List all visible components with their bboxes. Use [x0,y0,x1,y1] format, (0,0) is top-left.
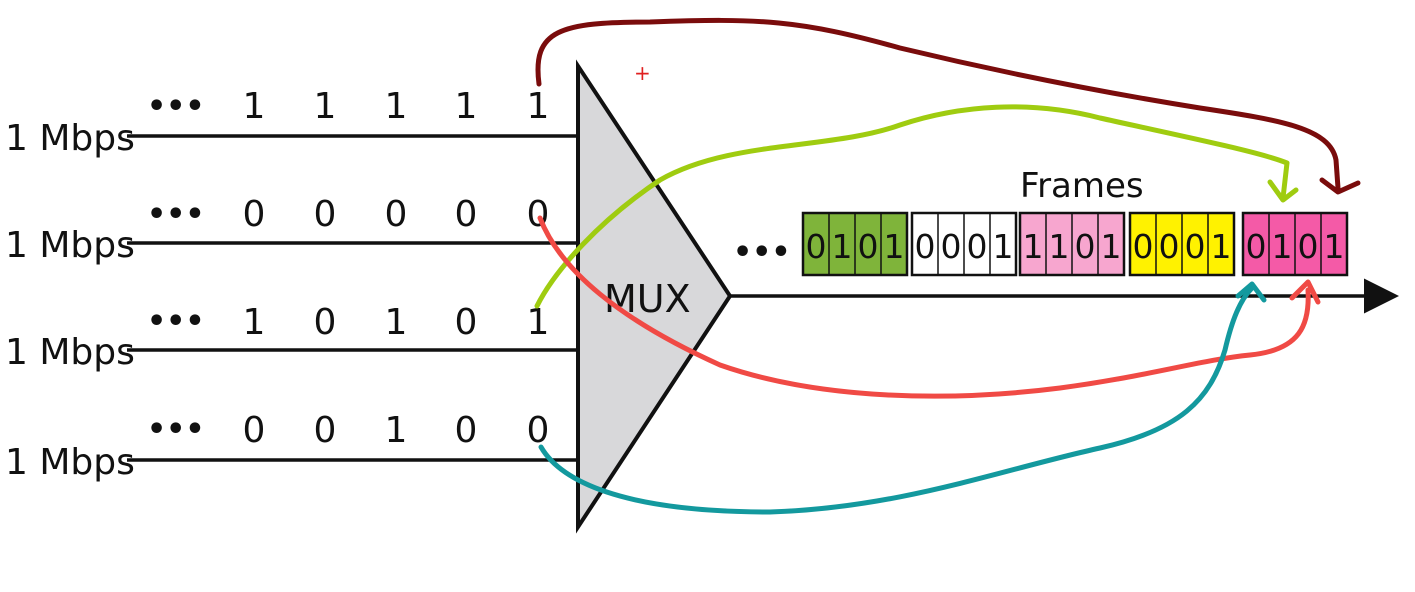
input-3-bit: 0 [455,302,478,343]
frame-bit: 1 [1211,227,1232,266]
output-ellipsis: ••• [733,235,791,270]
mux-block [576,59,733,534]
input-3-bit: 0 [314,302,337,343]
frame-bit: 0 [1298,227,1319,266]
input-2-bit: 0 [314,194,337,235]
frame-bit: 1 [1324,227,1345,266]
frame-bit: 0 [1246,227,1267,266]
input-2-bit: 0 [243,194,266,235]
frame-bit: 1 [832,227,853,266]
input-1-bit: 1 [527,86,550,127]
input-1-bit: 1 [385,86,408,127]
maroon-arrowhead [1319,177,1361,195]
input-ellipses: ••• ••• ••• ••• [147,89,205,447]
frame-bit: 1 [884,227,905,266]
frame-bit: 1 [1049,227,1070,266]
frame-bit: 0 [967,227,988,266]
input-rate-3: 1 Mbps [5,332,135,373]
input-1-bit: 1 [314,86,337,127]
teal-arrow [538,285,1255,515]
frame-bit: 1 [1023,227,1044,266]
frame-bit: 1 [1101,227,1122,266]
input-rate-2: 1 Mbps [5,225,135,266]
frame-bit: 0 [1159,227,1180,266]
plus-mark: + [634,61,651,85]
input-ellipsis-1: ••• [147,89,205,124]
frame-bit: 1 [993,227,1014,266]
green-arrowhead [1267,179,1299,203]
green-arrow [534,104,1290,309]
frame-bit: 0 [1185,227,1206,266]
input-4-bit: 0 [527,410,550,451]
input-rate-1: 1 Mbps [5,118,135,159]
input-3-bit: 1 [385,302,408,343]
annotation-arrows [534,17,1361,515]
frame-bit: 0 [1075,227,1096,266]
input-lines [127,134,578,462]
input-2-bit: 0 [385,194,408,235]
input-3-bit: 1 [527,302,550,343]
maroon-arrow [535,17,1341,191]
frame-bit: 0 [941,227,962,266]
frame-bit: 0 [806,227,827,266]
input-4-bit: 0 [314,410,337,451]
input-ellipsis-3: ••• [147,304,205,339]
input-rate-4: 1 Mbps [5,442,135,483]
teal-arrowhead [1235,281,1267,303]
red-arrowhead [1289,279,1321,305]
input-1-bit: 1 [455,86,478,127]
frame-bit: 0 [1133,227,1154,266]
input-4-bit: 0 [243,410,266,451]
input-4-bit: 1 [385,410,408,451]
input-ellipsis-4: ••• [147,412,205,447]
input-bits: 1 1 1 1 1 0 0 0 0 0 1 0 1 0 1 0 0 1 0 0 [243,86,550,451]
input-4-bit: 0 [455,410,478,451]
red-arrow [537,215,1311,399]
frames-title: Frames [1020,166,1144,206]
frame-bit: 0 [858,227,879,266]
rate-labels: 1 Mbps 1 Mbps 1 Mbps 1 Mbps [5,118,135,483]
frame-bit: 1 [1272,227,1293,266]
input-3-bit: 1 [243,302,266,343]
mux-label: MUX [604,277,691,321]
input-1-bit: 1 [243,86,266,127]
frame-bit: 0 [915,227,936,266]
input-ellipsis-2: ••• [147,197,205,232]
input-2-bit: 0 [455,194,478,235]
